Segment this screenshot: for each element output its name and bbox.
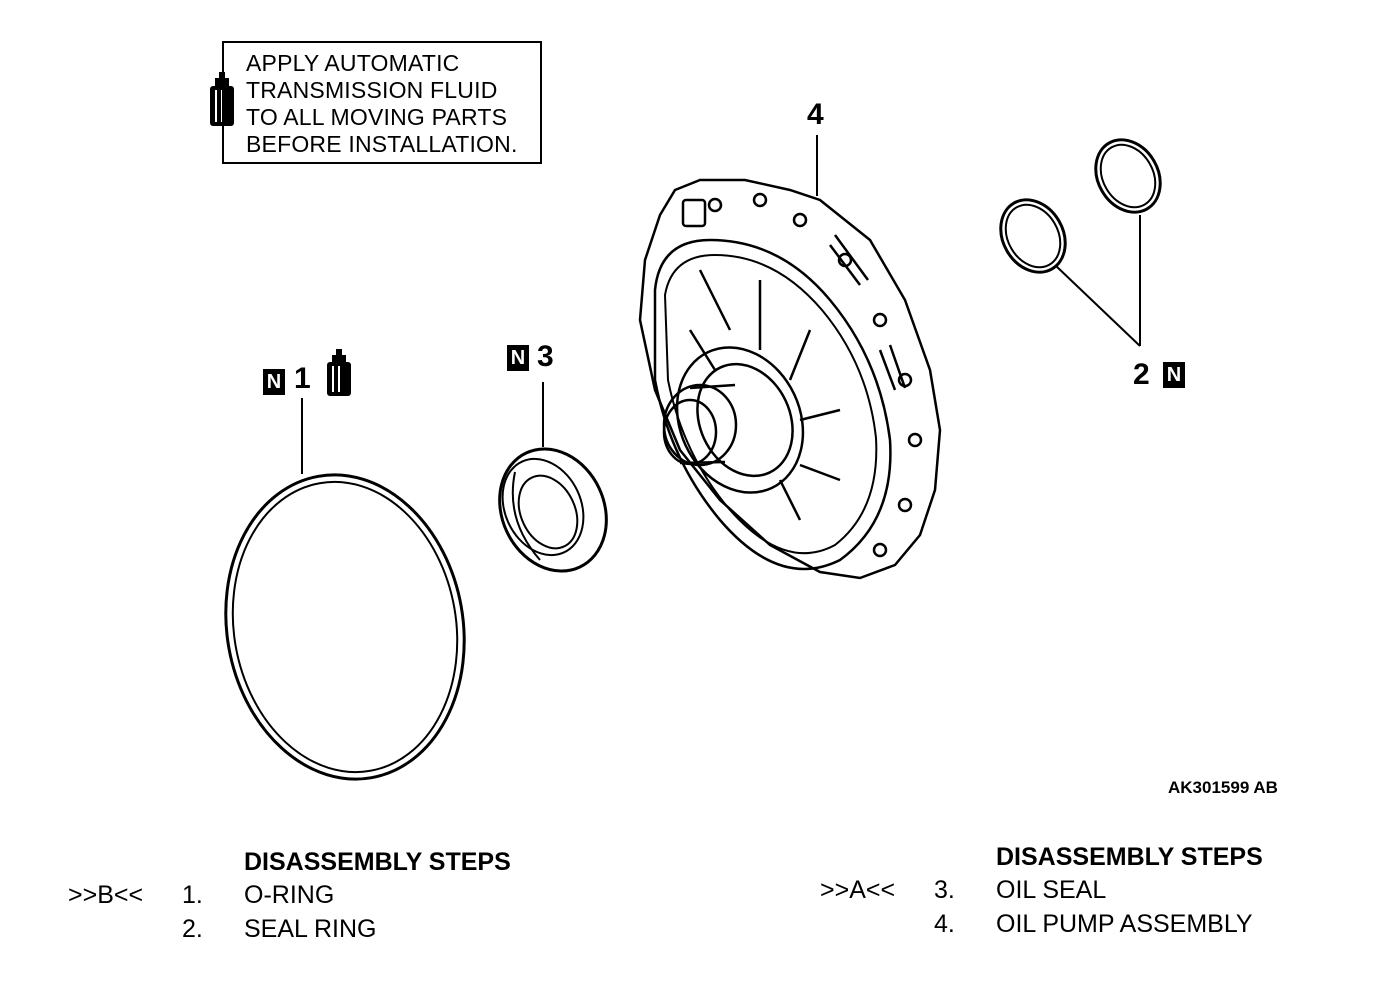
oil-pump-drawing [638,178,942,580]
step-2-label: SEAL RING [244,915,377,943]
oil-can-icon [327,349,351,396]
callout-4: 4 [807,98,824,131]
step-4-label: OIL PUMP ASSEMBLY [996,910,1253,938]
n-badge-part-1: N [263,369,285,395]
n-badge-part-2: N [1163,362,1185,388]
note-line-2: TRANSMISSION FLUID [246,77,498,103]
n-badge-part-3: N [507,345,529,371]
note-line-3: TO ALL MOVING PARTS [246,104,508,130]
step-3-number: 3. [934,876,955,904]
leader-line-2 [1054,215,1141,347]
step-1-number: 1. [182,881,203,909]
callout-3: 3 [537,340,554,373]
steps-right-heading: DISASSEMBLY STEPS [996,843,1263,871]
step-1-label: O-RING [244,881,335,909]
lubrication-note-box [222,41,542,164]
note-line-4: BEFORE INSTALLATION. [246,131,518,157]
step-2-number: 2. [182,915,203,943]
steps-left-heading: DISASSEMBLY STEPS [244,848,511,876]
step-3-label: OIL SEAL [996,876,1107,904]
figure-code: AK301599 AB [1168,778,1278,797]
note-line-1: APPLY AUTOMATIC [246,50,460,76]
o-ring-drawing [224,473,466,781]
step-3-marker: >>A<< [820,876,896,904]
step-1-marker: >>B<< [68,881,144,909]
step-4-number: 4. [934,910,955,938]
seal-ring-drawing [999,138,1162,274]
callout-1: 1 [294,362,311,395]
oil-seal-drawing [498,447,608,573]
callout-2: 2 [1133,358,1150,391]
